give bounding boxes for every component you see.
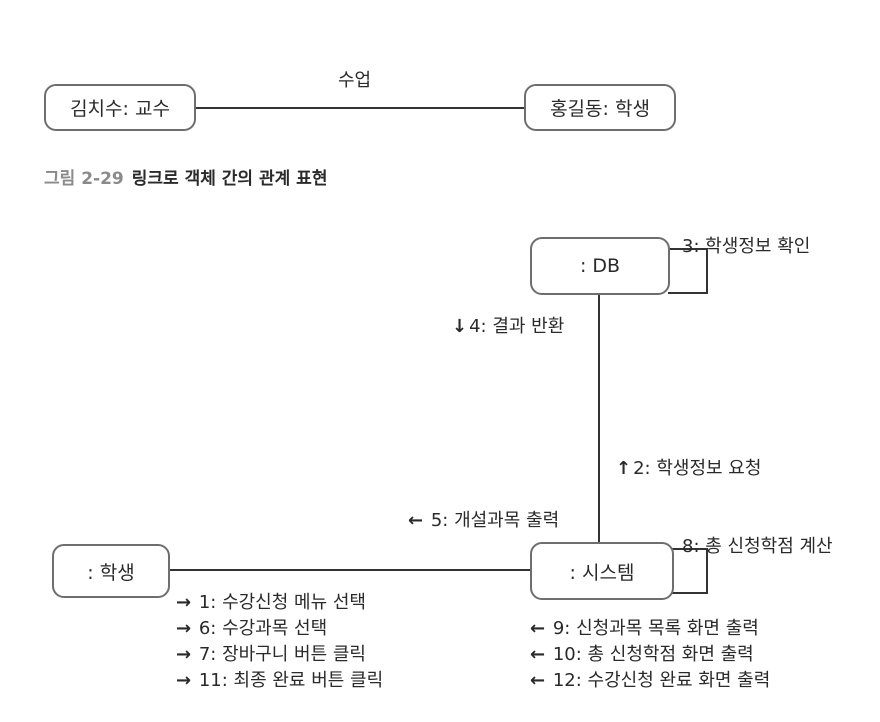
left-arrow-icon: ← (530, 618, 546, 639)
link-label: 수업 (338, 70, 372, 91)
message-text: 11: 최종 완료 버튼 클릭 (198, 670, 384, 691)
student-object-box: 홍길동: 학생 (524, 84, 676, 131)
link-line (196, 107, 524, 109)
message-item: ← 9: 신청과목 목록 화면 출력 (530, 616, 770, 642)
message-item: → 11: 최종 완료 버튼 클릭 (176, 668, 383, 694)
system-object-label: : 시스템 (569, 561, 635, 584)
db-self-message: 3: 학생정보 확인 (682, 236, 811, 257)
student-system-link-line (170, 569, 530, 571)
message-text: 12: 수강신청 완료 화면 출력 (552, 670, 771, 691)
student-object-label: 홍길동: 학생 (550, 98, 650, 120)
student-actor-box: : 학생 (52, 544, 170, 598)
db-object-label: : DB (579, 255, 621, 277)
message-text: 1: 수강신청 메뉴 선택 (198, 592, 366, 613)
message-item: → 7: 장바구니 버튼 클릭 (176, 642, 383, 668)
figure-caption: 그림 2-29 링크로 객체 간의 관계 표현 (44, 168, 327, 190)
db-object-box: : DB (530, 237, 670, 295)
message-item: → 6: 수강과목 선택 (176, 616, 383, 642)
student-message-list: → 1: 수강신청 메뉴 선택 → 6: 수강과목 선택 → 7: 장바구니 버… (176, 590, 383, 694)
down-arrow-icon: ↓ (452, 316, 468, 337)
up-arrow-icon: ↑ (616, 458, 632, 479)
message-text: 6: 수강과목 선택 (198, 618, 328, 639)
right-arrow-icon: → (176, 592, 192, 613)
message-text: 10: 총 신청학점 화면 출력 (552, 644, 754, 665)
system-object-box: : 시스템 (530, 542, 674, 600)
right-arrow-icon: → (176, 644, 192, 665)
caption-title: 링크로 객체 간의 관계 표현 (131, 169, 328, 189)
request-message-text: 2: 학생정보 요청 (633, 458, 762, 479)
output-message: ← 5: 개설과목 출력 (408, 510, 559, 532)
message-text: 7: 장바구니 버튼 클릭 (198, 644, 366, 665)
system-message-list: ← 9: 신청과목 목록 화면 출력 ← 10: 총 신청학점 화면 출력 ← … (530, 616, 770, 694)
professor-object-label: 김치수: 교수 (70, 98, 170, 120)
message-item: ← 10: 총 신청학점 화면 출력 (530, 642, 770, 668)
db-self-loop (668, 248, 708, 294)
professor-object-box: 김치수: 교수 (44, 84, 196, 131)
caption-number: 그림 2-29 (44, 169, 124, 189)
left-arrow-icon: ← (530, 644, 546, 665)
message-item: ← 12: 수강신청 완료 화면 출력 (530, 668, 770, 694)
output-message-text: 5: 개설과목 출력 (430, 510, 560, 531)
system-self-loop (672, 548, 708, 594)
db-system-link-line (598, 295, 600, 542)
right-arrow-icon: → (176, 618, 192, 639)
message-text: 9: 신청과목 목록 화면 출력 (552, 618, 759, 639)
message-item: → 1: 수강신청 메뉴 선택 (176, 590, 383, 616)
left-arrow-icon: ← (408, 510, 424, 531)
student-actor-label: : 학생 (87, 561, 135, 584)
system-self-message: 8: 총 신청학점 계산 (682, 536, 833, 557)
left-arrow-icon: ← (530, 670, 546, 691)
return-message-text: 4: 결과 반환 (469, 316, 565, 337)
right-arrow-icon: → (176, 670, 192, 691)
return-message: ↓4: 결과 반환 (452, 316, 564, 338)
request-message: ↑2: 학생정보 요청 (616, 458, 761, 480)
